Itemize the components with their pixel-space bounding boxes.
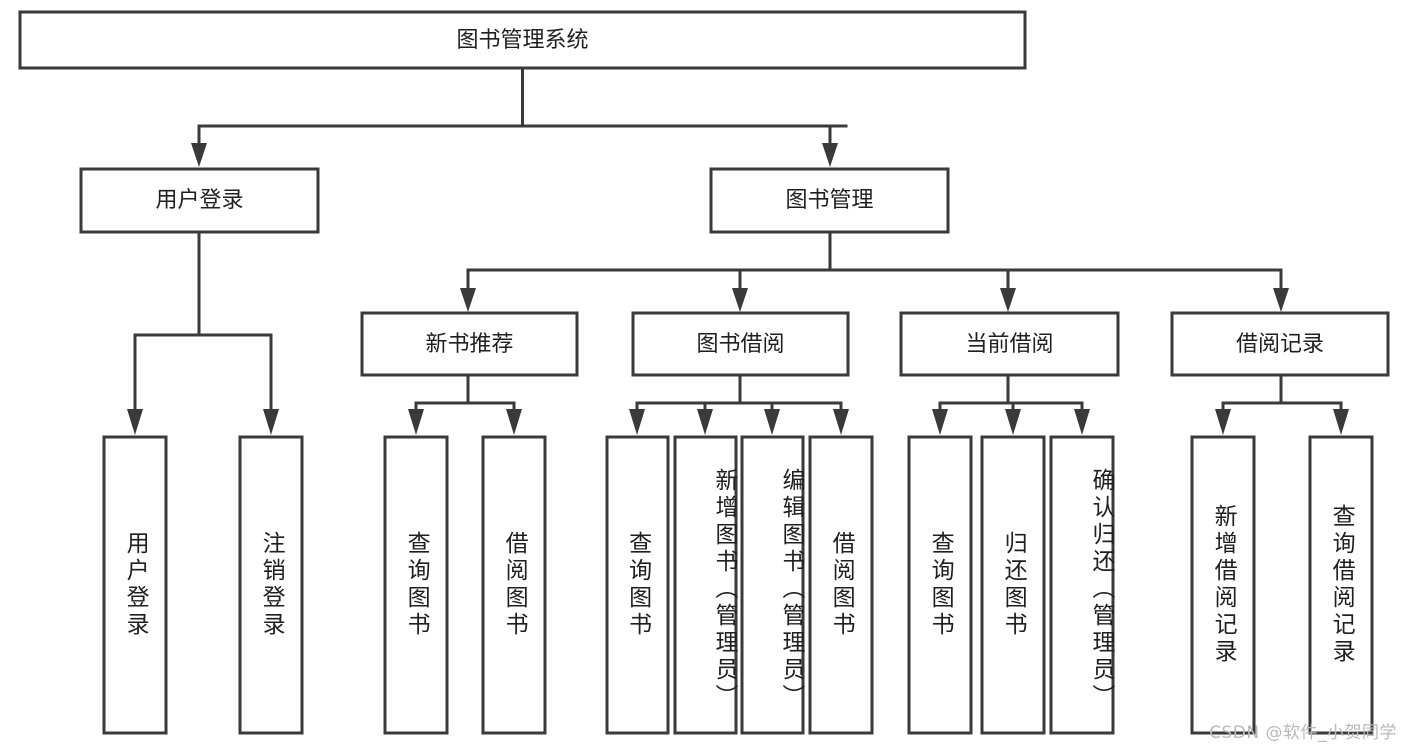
- node-new-book-recommend-label: 新书推荐: [425, 332, 513, 357]
- node-book-manage-label: 图书管理: [785, 188, 873, 213]
- arrow-to-leaf-add-record: [1215, 409, 1231, 435]
- node-root-label: 图书管理系统: [456, 28, 588, 53]
- node-root-box[interactable]: [18, 10, 1027, 70]
- node-current-borrow[interactable]: 当前借阅: [899, 311, 1120, 377]
- node-book-manage[interactable]: 图书管理: [709, 167, 950, 234]
- node-current-borrow-box[interactable]: [899, 311, 1120, 377]
- connector-group-book-manage: [460, 230, 1289, 312]
- arrow-to-leaf-return-book: [1005, 409, 1021, 435]
- node-user-login[interactable]: 用户登录: [79, 167, 320, 234]
- connector-group-current-borrow: [932, 373, 1090, 435]
- arrow-to-leaf-borrow-book-1: [506, 409, 522, 435]
- arrow-to-leaf-edit-book: [764, 409, 780, 435]
- node-new-book-recommend-box[interactable]: [360, 311, 579, 377]
- node-current-borrow-label: 当前借阅: [965, 332, 1053, 357]
- connector-group-new-book-recommend: [408, 373, 522, 435]
- leaf-box-add-record[interactable]: [1190, 435, 1256, 735]
- arrow-to-borrow-record: [1273, 288, 1289, 312]
- node-book-borrow-box[interactable]: [631, 311, 850, 377]
- leaf-box-edit-book[interactable]: [740, 435, 805, 735]
- leaf-box-return-book[interactable]: [980, 435, 1046, 735]
- node-borrow-record-box[interactable]: [1170, 311, 1390, 377]
- arrow-to-leaf-query-book-1: [408, 409, 424, 435]
- arrow-to-leaf-query-book-3: [932, 409, 948, 435]
- arrow-to-leaf-confirm-return: [1074, 409, 1090, 435]
- leaf-box-query-record[interactable]: [1308, 435, 1374, 735]
- connector-group-borrow-record: [1215, 373, 1349, 435]
- leaf-box-user-login[interactable]: [102, 435, 168, 735]
- arrow-to-leaf-add-book: [697, 409, 713, 435]
- leaf-box-borrow-book-1[interactable]: [481, 435, 547, 735]
- node-new-book-recommend[interactable]: 新书推荐: [360, 311, 579, 377]
- node-user-login-label: 用户登录: [155, 188, 243, 213]
- leaf-box-query-book-3[interactable]: [907, 435, 973, 735]
- node-borrow-record-label: 借阅记录: [1236, 332, 1324, 357]
- node-borrow-record[interactable]: 借阅记录: [1170, 311, 1390, 377]
- csdn-watermark: CSDN @软件_小贺同学: [1209, 723, 1397, 743]
- arrow-to-leaf-logout-login: [263, 409, 279, 435]
- arrow-to-book-borrow: [732, 288, 748, 312]
- leaf-boxes: [102, 435, 1374, 735]
- leaf-box-logout-login[interactable]: [238, 435, 304, 735]
- node-root[interactable]: 图书管理系统: [18, 10, 1027, 70]
- leaf-box-borrow-book-2[interactable]: [808, 435, 874, 735]
- connector-group-root: [191, 66, 848, 167]
- arrow-root-to-user-login: [191, 143, 207, 167]
- leaf-box-confirm-return[interactable]: [1049, 435, 1115, 735]
- arrow-root-to-book-manage: [822, 143, 838, 167]
- arrow-to-current-borrow: [1000, 288, 1016, 312]
- arrow-to-leaf-query-book-2: [629, 409, 645, 435]
- node-book-borrow-label: 图书借阅: [696, 332, 784, 357]
- leaf-box-query-book-2[interactable]: [605, 435, 670, 735]
- arrow-to-leaf-borrow-book-2: [833, 409, 849, 435]
- node-user-login-box[interactable]: [79, 167, 320, 234]
- node-book-borrow[interactable]: 图书借阅: [631, 311, 850, 377]
- connector-group-book-borrow: [629, 373, 849, 435]
- leaf-box-add-book[interactable]: [673, 435, 738, 735]
- connector-group-user-login: [127, 230, 279, 435]
- arrow-to-new-book-recommend: [460, 288, 476, 312]
- arrow-to-leaf-user-login: [127, 409, 143, 435]
- leaf-box-query-book-1[interactable]: [383, 435, 449, 735]
- arrow-to-leaf-query-record: [1333, 409, 1349, 435]
- node-book-manage-box[interactable]: [709, 167, 950, 234]
